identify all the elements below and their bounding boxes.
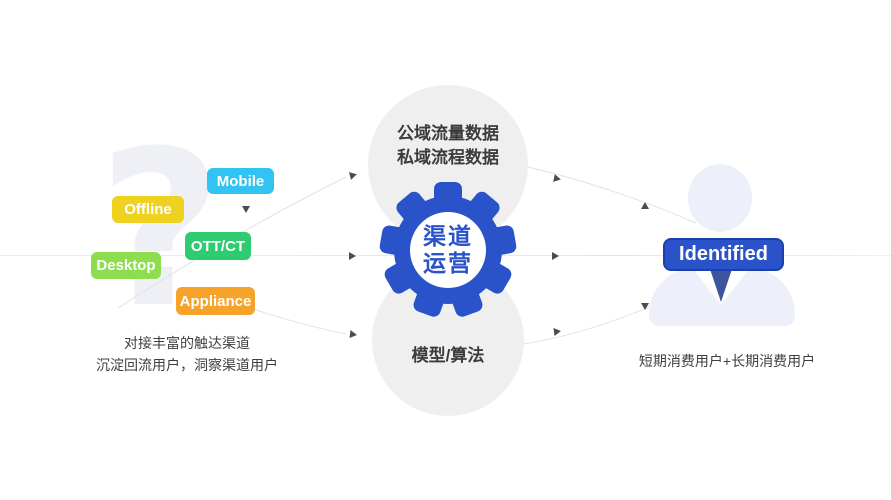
channel-chip-mobile: Mobile [207,168,274,194]
arrowhead-down [641,303,649,310]
arrowhead-up [641,202,649,209]
gear-icon [379,182,517,317]
channel-chip-ottct: OTT/CT [185,232,251,260]
data-sources-label: 公域流量数据 私域流程数据 [358,122,538,170]
person-tie-icon [710,269,732,302]
left-caption-line1: 对接丰富的触达渠道 [124,335,250,351]
arrowhead [553,174,561,182]
gear-text-line1: 渠道 [423,223,473,249]
channel-operations-label: 渠道 运营 [378,180,518,320]
person-head-icon [688,164,752,232]
left-caption-line2: 沉淀回流用户，洞察渠道用户 [96,357,278,373]
model-algorithm-label: 模型/算法 [411,346,485,365]
arrowhead [348,172,357,180]
right-caption: 短期消费用户+长期消费用户 [638,353,816,369]
channel-chip-desktop: Desktop [91,252,161,279]
channel-chip-appliance: Appliance [176,287,255,315]
arrowhead-down [242,206,250,213]
channel-chip-offline: Offline [112,196,184,223]
arrowhead [552,252,559,260]
public-traffic-data-label: 公域流量数据 [397,124,499,143]
private-flow-data-label: 私域流程数据 [397,148,499,167]
left-caption: 对接丰富的触达渠道 沉淀回流用户，洞察渠道用户 [62,332,312,376]
flow-right-top [523,165,697,224]
identified-badge: Identified [663,238,784,271]
arrowhead [349,330,357,338]
arrowhead [349,252,356,260]
arrowhead [553,328,561,336]
gear-text-line2: 运营 [423,250,473,276]
